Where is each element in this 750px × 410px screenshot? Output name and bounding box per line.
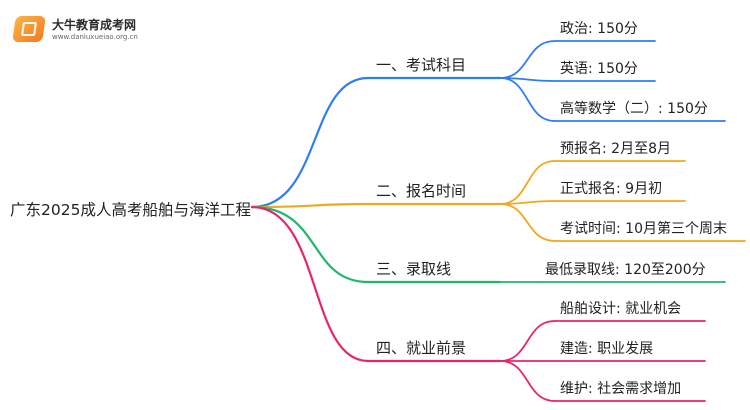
- edge-branch-4-child-1: [499, 320, 556, 362]
- root-topic: 广东2025成人高考船舶与海洋工程: [10, 201, 251, 219]
- edge-branch-1-child-1: [499, 40, 556, 79]
- logo-url: www.daniuxueiao.org.cn: [52, 33, 138, 41]
- edge-root-branch-3: [250, 205, 370, 284]
- edge-branch-1-child-3: [499, 77, 556, 122]
- branch-label-2: 二、报名时间: [376, 182, 466, 200]
- edge-root-branch-1: [250, 76, 370, 209]
- branch-label-4: 四、就业前景: [376, 339, 466, 357]
- child-label-4-3: 维护: 社会需求增加: [560, 381, 681, 397]
- child-label-2-3: 考试时间: 10月第三个周末: [560, 220, 727, 237]
- edge-branch-2-child-1: [499, 160, 556, 205]
- child-label-2-2: 正式报名: 9月初: [560, 180, 662, 197]
- logo-name: 大牛教育成考网: [52, 18, 137, 32]
- site-logo: 大牛教育成考网 www.daniuxueiao.org.cn: [12, 12, 164, 48]
- child-label-4-2: 建造: 职业发展: [560, 341, 653, 357]
- edge-branch-2-child-2: [499, 200, 556, 205]
- edge-branch-2-child-3: [499, 203, 556, 242]
- edge-root-branch-4: [250, 205, 370, 363]
- child-label-1-1: 政治: 150分: [560, 21, 638, 37]
- branch-label-3: 三、录取线: [376, 260, 451, 278]
- child-label-2-1: 预报名: 2月至8月: [560, 141, 671, 157]
- child-label-1-2: 英语: 150分: [560, 60, 638, 77]
- branch-label-1: 一、考试科目: [376, 56, 466, 74]
- child-label-3-1: 最低录取线: 120至200分: [545, 262, 706, 278]
- edge-branch-4-child-3: [499, 360, 556, 402]
- child-label-1-3: 高等数学（二）: 150分: [560, 100, 708, 117]
- edge-root-branch-2: [250, 202, 370, 209]
- child-label-4-1: 船舶设计: 就业机会: [560, 301, 681, 317]
